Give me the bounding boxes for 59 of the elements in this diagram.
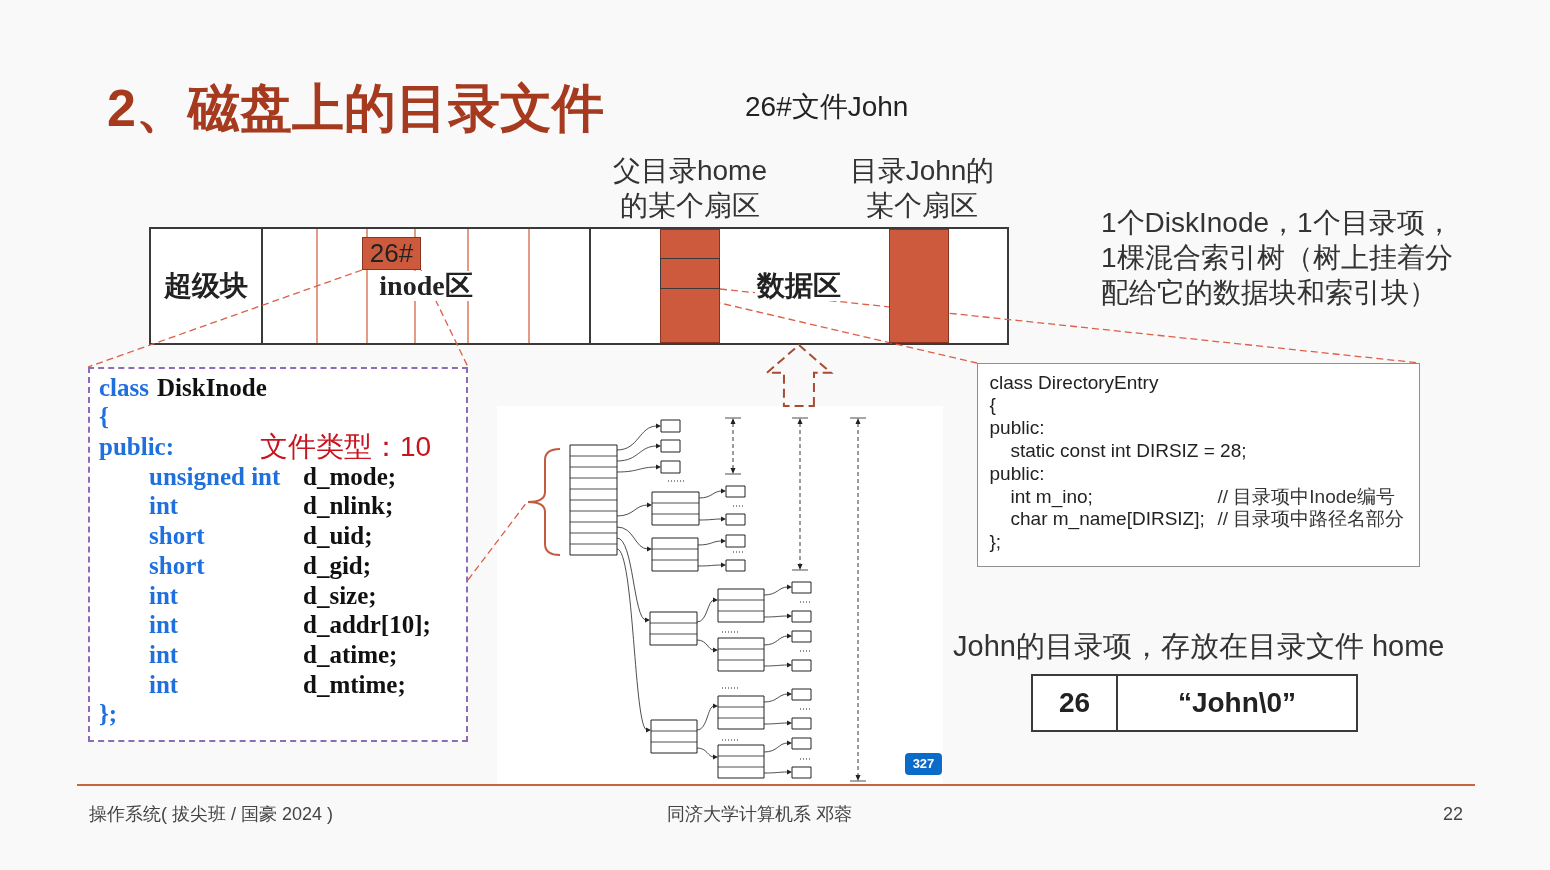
sector-caption: 目录John的某个扇区	[848, 154, 996, 223]
page-badge: 327	[905, 753, 942, 775]
code-text: int	[149, 581, 179, 611]
code-text: {	[99, 403, 109, 433]
code-text: public:	[989, 417, 1045, 439]
sector-caption: 父目录home的某个扇区	[611, 154, 768, 223]
code-text: d_addr[10];	[303, 611, 431, 640]
code-text: d_size;	[303, 581, 377, 611]
disk-region	[261, 227, 591, 345]
inode-marker: 26#	[362, 237, 421, 270]
disk-region	[149, 227, 263, 345]
code-text: int m_ino;	[1010, 485, 1093, 508]
leader-line	[467, 501, 528, 581]
code-text: class	[99, 373, 149, 403]
entry-field: 26	[1031, 674, 1118, 732]
block-arrow	[764, 343, 834, 407]
code-text: int	[149, 670, 179, 700]
code-text: int	[149, 640, 179, 670]
code-text: d_nlink;	[303, 492, 394, 522]
code-text: static const int DIRSIZ = 28;	[1010, 439, 1247, 462]
code-comment: // 目录项中Inode编号	[1217, 485, 1395, 508]
entry-outline	[660, 258, 720, 289]
code-text: short	[149, 551, 205, 581]
caption-text: John的目录项，存放在目录文件 home	[953, 630, 1445, 664]
code-text: };	[99, 700, 118, 730]
code-text: char m_name[DIRSIZ];	[1010, 508, 1205, 531]
code-text: DiskInode	[157, 373, 267, 403]
region-label: 数据区	[755, 270, 843, 302]
code-text: unsigned int	[149, 462, 281, 492]
code-text: int	[149, 611, 179, 640]
code-text: d_atime;	[303, 640, 398, 670]
entry-field: “John\0”	[1116, 674, 1358, 732]
code-panel	[977, 363, 1420, 567]
code-text: };	[989, 531, 1002, 553]
code-text: {	[989, 394, 996, 417]
code-comment: // 目录项中路径名部分	[1217, 508, 1405, 531]
subheading: 26#文件John	[745, 90, 909, 124]
footer-text: 操作系统( 拔尖班 / 国豪 2024 )	[89, 803, 334, 825]
curly-brace	[527, 448, 561, 556]
annotation: 文件类型：10	[260, 431, 432, 464]
code-panel	[88, 367, 468, 742]
region-label: 超级块	[162, 270, 250, 302]
code-text: class DirectoryEntry	[989, 371, 1159, 394]
page-number: 22	[1442, 803, 1463, 825]
code-text: d_uid;	[303, 522, 373, 551]
leader-line	[87, 269, 363, 368]
index-tree-picture	[497, 406, 943, 784]
leader-line	[420, 269, 469, 368]
note-text: 1个DiskInode，1个目录项，1棵混合索引树（树上挂着分配给它的数据块和索引块）	[1101, 206, 1454, 310]
code-text: d_gid;	[303, 551, 372, 581]
code-text: public:	[989, 462, 1045, 485]
code-text: d_mode;	[303, 462, 397, 492]
footer-text: 同济大学计算机系 邓蓉	[667, 803, 853, 825]
code-text: public:	[99, 433, 175, 462]
slide-title: 2、磁盘上的目录文件	[107, 80, 604, 138]
code-text: short	[149, 522, 205, 551]
code-text: d_mtime;	[303, 670, 406, 700]
region-label: inode区	[377, 270, 475, 302]
code-text: int	[149, 492, 179, 522]
